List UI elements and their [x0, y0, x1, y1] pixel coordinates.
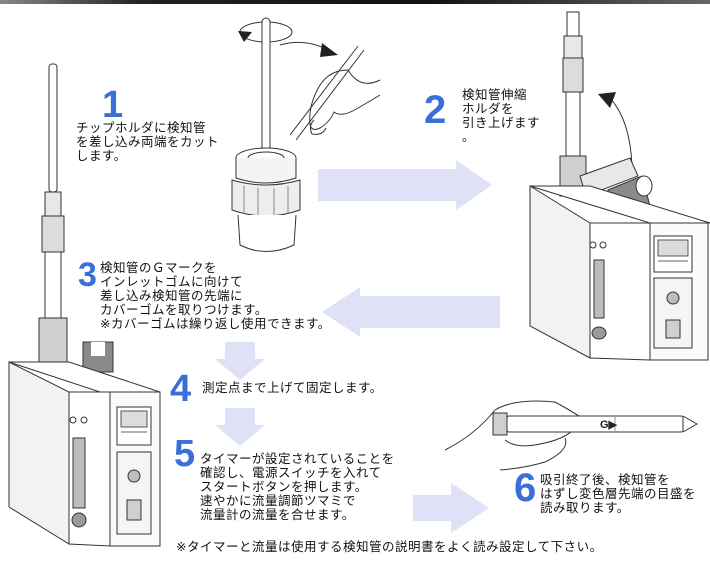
device-illustration-left [8, 63, 161, 547]
device-illustration-step2 [529, 11, 710, 361]
curved-up-arrow-icon [607, 95, 633, 167]
arrow-right-icon [318, 160, 492, 210]
flow-arrow-down-1 [215, 342, 265, 380]
step-2-number: 2 [424, 88, 447, 132]
step-5-number: 5 [174, 433, 196, 475]
step-4-text: 測定点まで上げて固定します。 [202, 380, 383, 395]
step-1-text: チップホルダに検知管 を差し込み両端をカット します。 [76, 120, 220, 163]
step-5-text: タイマーが設定されていることを 確認し、電源スイッチを入れて スタートボタンを押… [200, 451, 395, 522]
curved-arrow-icon [279, 41, 329, 51]
flow-arrow-right-2 [413, 483, 489, 533]
step-3-text: 検知管のＧマークを インレットゴムに向けて 差し込み検知管の先端に カバーゴムを… [100, 260, 331, 331]
arrow-down-icon [215, 342, 265, 380]
step-6-text: 吸引終了後、検知管を はずし変色層先端の目盛を 読み取ります。 [540, 472, 697, 515]
tube-g-mark: G▶ [600, 419, 618, 431]
flow-arrow-right-1 [318, 160, 492, 210]
step-4-number: 4 [170, 368, 192, 410]
step-6-number: 6 [514, 466, 537, 510]
footnote: ※タイマーと流量は使用する検知管の説明書をよく読み設定して下さい。 [176, 539, 603, 554]
arrow-right-icon [413, 483, 489, 533]
flow-arrow-left [322, 287, 500, 337]
read-tube-illustration: G▶ [444, 400, 699, 471]
step-1-number: 1 [102, 84, 124, 126]
top-border [0, 0, 710, 4]
flow-arrow-down-2 [215, 408, 265, 446]
step-2-text: 検知管伸縮 ホルダを 引き上げます 。 [462, 87, 541, 144]
tip-holder-illustration [231, 17, 381, 252]
arrow-down-icon [215, 408, 265, 446]
arrow-left-icon [322, 287, 500, 337]
step-3-number: 3 [78, 256, 97, 294]
